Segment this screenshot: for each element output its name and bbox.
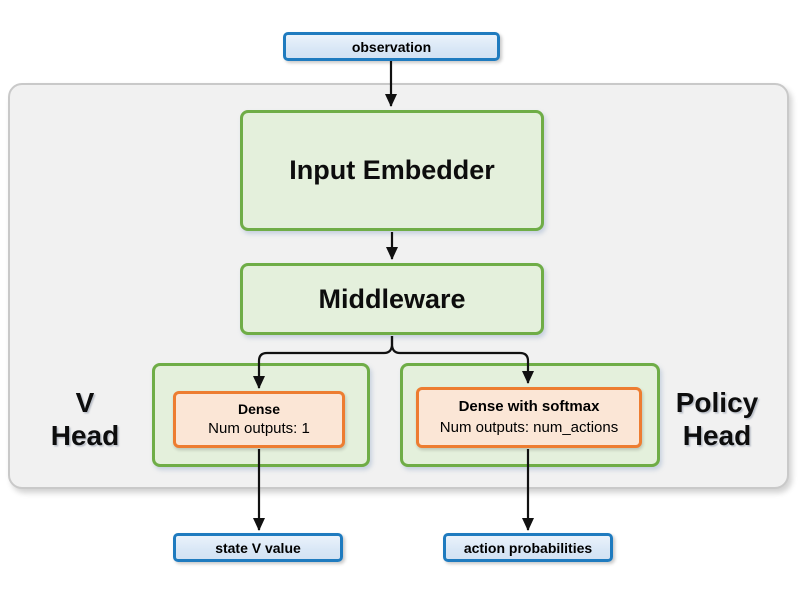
node-action-probabilities-label: action probabilities — [463, 539, 593, 556]
node-state-v-value-label: state V value — [215, 539, 301, 556]
v-head-label-line2: Head — [50, 420, 120, 451]
node-dense-subtitle: Num outputs: 1 — [208, 419, 310, 437]
node-dense-softmax-title: Dense with softmax — [458, 398, 600, 416]
node-dense: Dense Num outputs: 1 — [173, 391, 345, 448]
node-input-embedder-label: Input Embedder — [289, 155, 495, 185]
policy-head-label-line2: Head — [682, 420, 752, 451]
node-state-v-value: state V value — [173, 533, 343, 562]
node-observation-label: observation — [351, 38, 432, 55]
node-middleware-label: Middleware — [318, 283, 466, 314]
v-head-label-line1: V — [75, 387, 95, 418]
node-dense-title: Dense — [237, 400, 281, 417]
node-middleware: Middleware — [240, 263, 544, 335]
node-action-probabilities: action probabilities — [443, 533, 613, 562]
node-dense-softmax: Dense with softmax Num outputs: num_acti… — [416, 387, 642, 448]
policy-head-label: Policy Head — [652, 386, 782, 452]
v-head-label: V Head — [20, 386, 150, 452]
node-dense-softmax-subtitle: Num outputs: num_actions — [439, 418, 619, 436]
node-input-embedder: Input Embedder — [240, 110, 544, 231]
node-observation: observation — [283, 32, 500, 61]
policy-head-label-line1: Policy — [675, 387, 759, 418]
